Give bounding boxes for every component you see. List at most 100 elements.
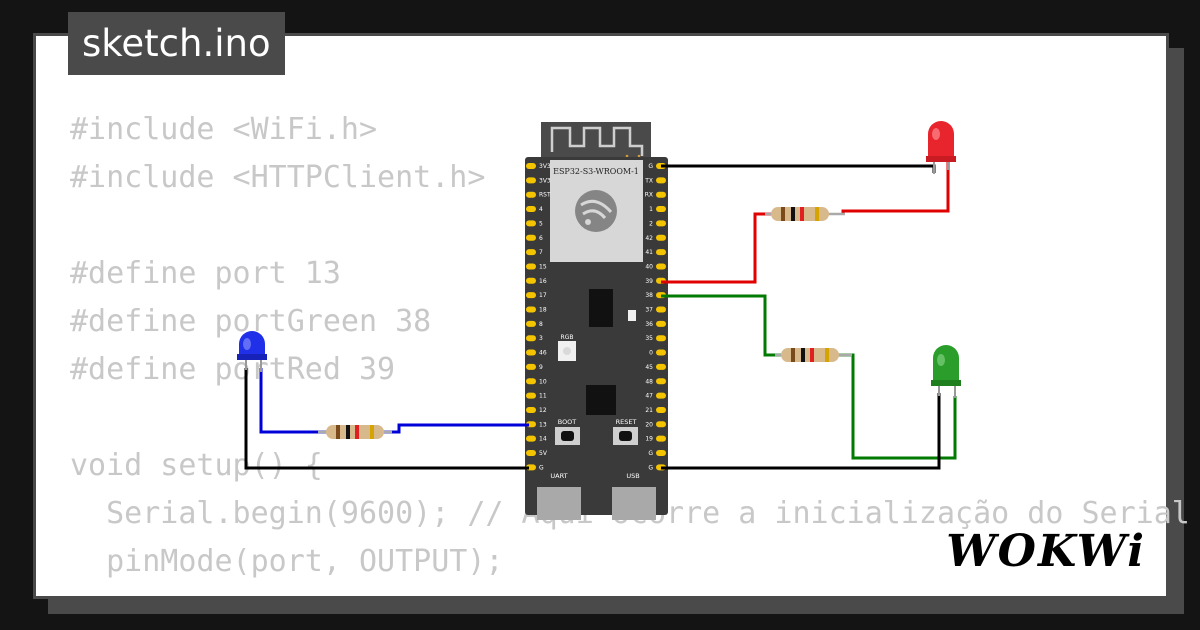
pin-pad[interactable] <box>656 191 666 198</box>
pin-pad[interactable] <box>526 392 536 399</box>
pin-pad[interactable] <box>526 277 536 284</box>
pin-label: G <box>648 163 653 170</box>
pin-pad[interactable] <box>656 421 666 428</box>
pin-label: 5V <box>539 450 548 457</box>
pin-label: 15 <box>539 263 547 270</box>
pin-pad[interactable] <box>526 234 536 241</box>
pin-label: 20 <box>645 421 653 428</box>
pin-label: 11 <box>539 393 547 400</box>
wire-blue-pin13 <box>383 423 529 434</box>
wire-green-pin38 <box>661 294 781 357</box>
pin-label: 6 <box>539 235 543 242</box>
pin-pad[interactable] <box>526 292 536 299</box>
code-line: #define portRed 39 <box>70 352 396 387</box>
esp32-board[interactable]: ESP32-S3-WROOM-1 RGB BOOT RESET UART USB… <box>525 122 668 520</box>
code-background: #include <WiFi.h>#include <HTTPClient.h>… <box>70 106 1190 586</box>
pin-pad[interactable] <box>526 263 536 270</box>
pin-label: TX <box>644 177 653 184</box>
pin-label: 5 <box>539 220 543 227</box>
pin-pad[interactable] <box>656 435 666 442</box>
pin-pad[interactable] <box>526 249 536 256</box>
code-line: #include <HTTPClient.h> <box>70 160 486 195</box>
code-line: #define port 13 <box>70 256 341 291</box>
pin-label: 35 <box>645 335 653 342</box>
wokwi-logo: WOKWi <box>946 526 1146 577</box>
pin-label: 8 <box>539 321 543 328</box>
wire-black-green-led <box>661 393 941 470</box>
resistor-red[interactable] <box>765 207 845 221</box>
resistor-green[interactable] <box>775 348 852 362</box>
uart-usb-port <box>537 487 581 520</box>
ic-chip-upper <box>589 289 613 327</box>
pin-pad[interactable] <box>656 392 666 399</box>
pin-pad[interactable] <box>526 435 536 442</box>
pin-pad[interactable] <box>526 220 536 227</box>
pin-pad[interactable] <box>656 349 666 356</box>
pin-label: 2 <box>649 220 653 227</box>
pin-label: 16 <box>539 278 547 285</box>
pin-pad[interactable] <box>526 363 536 370</box>
led-red-icon[interactable] <box>926 121 956 174</box>
pin-pad[interactable] <box>656 335 666 342</box>
pin-label: G <box>648 464 653 471</box>
pin-label: 9 <box>539 364 543 371</box>
pin-pad[interactable] <box>526 349 536 356</box>
pin-pad[interactable] <box>526 191 536 198</box>
pin-pad[interactable] <box>656 220 666 227</box>
led-green-icon[interactable] <box>931 345 961 398</box>
pin-pad[interactable] <box>526 306 536 313</box>
resistor-blue[interactable] <box>318 425 392 439</box>
usb-label: USB <box>626 472 639 480</box>
antenna-trace-icon <box>550 126 644 156</box>
led-blue-icon[interactable] <box>237 331 267 372</box>
pin-label: 21 <box>645 407 653 414</box>
pin-label: 7 <box>539 249 543 256</box>
pin-pad[interactable] <box>526 163 536 169</box>
pin-pad[interactable] <box>656 363 666 370</box>
pin-pad[interactable] <box>526 378 536 385</box>
pin-label: 39 <box>645 278 653 285</box>
pin-label: 40 <box>645 263 653 270</box>
pin-pad[interactable] <box>656 177 666 184</box>
pin-label: 10 <box>539 378 547 385</box>
pin-label: 17 <box>539 292 547 299</box>
pin-pad[interactable] <box>526 206 536 213</box>
pin-pad[interactable] <box>526 406 536 413</box>
pin-pad[interactable] <box>656 263 666 270</box>
module-label: ESP32-S3-WROOM-1 <box>553 167 639 176</box>
pin-pad[interactable] <box>526 320 536 327</box>
pin-label: 36 <box>645 321 653 328</box>
code-line: pinMode(port, OUTPUT); <box>70 544 504 579</box>
pin-label: 1 <box>649 206 653 213</box>
pin-pad[interactable] <box>656 206 666 213</box>
pin-label: 3V3 <box>539 177 551 184</box>
pin-label: 4 <box>539 206 543 213</box>
pin-pad[interactable] <box>526 450 536 456</box>
pin-label: 47 <box>645 393 653 400</box>
smd-led <box>628 310 636 321</box>
sketch-title: sketch.ino <box>68 12 285 75</box>
pin-pad[interactable] <box>656 406 666 413</box>
pin-label: 42 <box>645 235 653 242</box>
pin-pad[interactable] <box>656 450 666 456</box>
uart-label: UART <box>550 472 567 480</box>
pin-pad[interactable] <box>656 249 666 256</box>
pin-label: RX <box>645 192 653 199</box>
wire-black-blue-led <box>244 368 529 470</box>
pin-pad[interactable] <box>656 234 666 241</box>
pin-label: 19 <box>645 436 653 443</box>
ic-chip-lower <box>586 385 616 415</box>
pin-label: 45 <box>645 364 653 371</box>
pin-pad[interactable] <box>656 306 666 313</box>
pin-label: 41 <box>645 249 653 256</box>
pin-label: 3 <box>539 335 543 342</box>
wire-blue-led <box>259 368 330 434</box>
pin-pad[interactable] <box>656 320 666 327</box>
pin-pad[interactable] <box>526 335 536 342</box>
pin-pad[interactable] <box>526 177 536 184</box>
pin-pad[interactable] <box>656 378 666 385</box>
pin-label: 38 <box>645 292 653 299</box>
rgb-label: RGB <box>561 334 574 341</box>
